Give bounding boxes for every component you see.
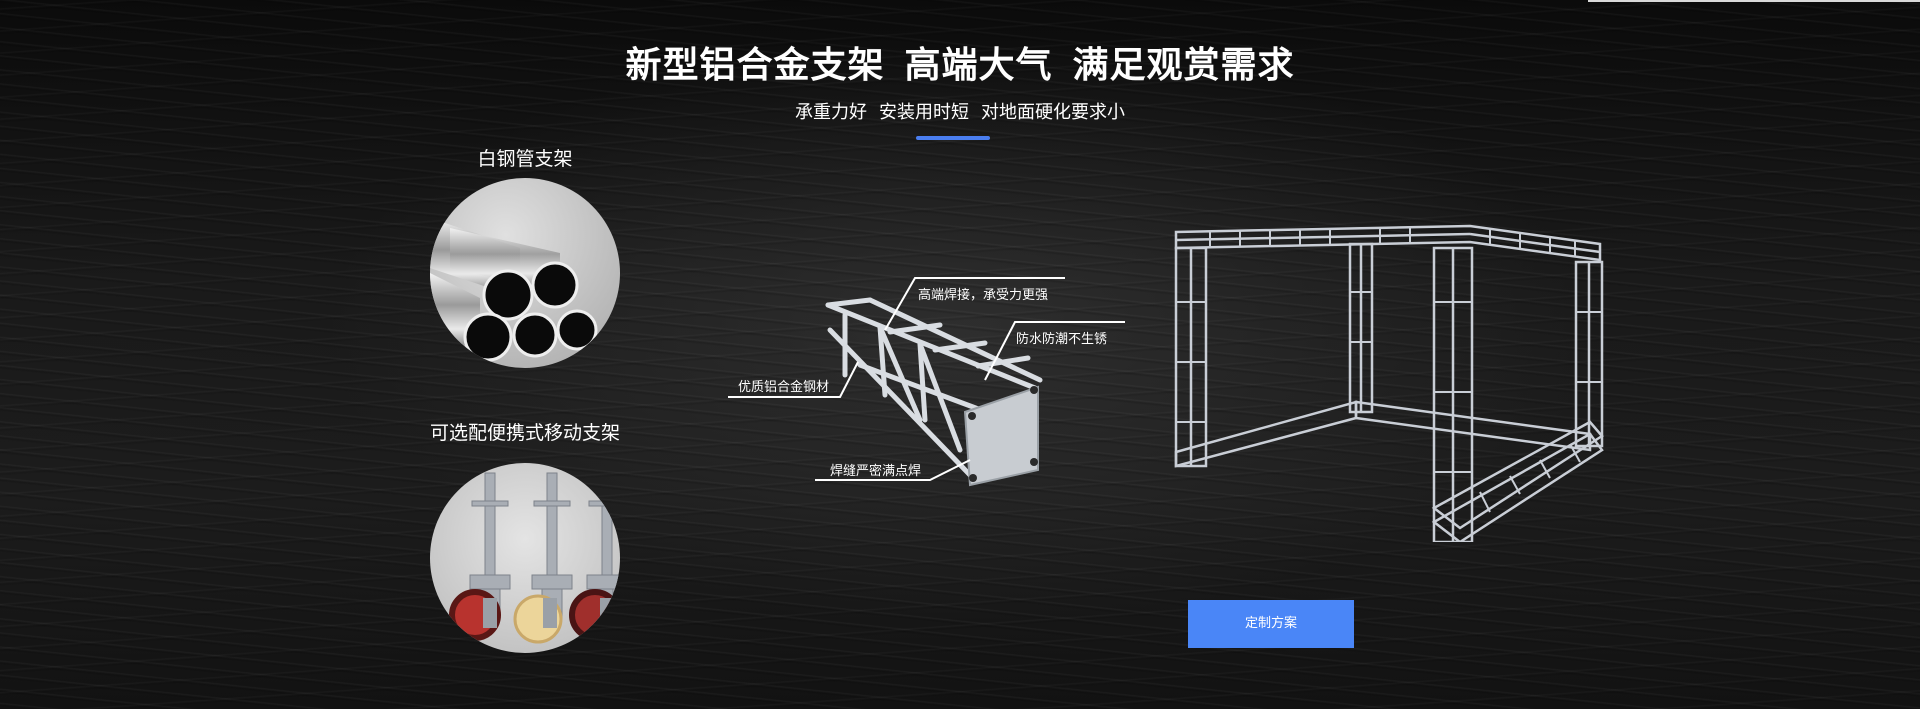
subtitle-part: 承重力好 (795, 102, 867, 123)
title-accent-underline (916, 136, 990, 140)
top-edge-strip (1588, 0, 1920, 2)
custom-plan-button[interactable]: 定制方案 (1188, 600, 1354, 648)
page-title: 新型铝合金支架高端大气满足观赏需求 (0, 36, 1920, 88)
subtitle-part: 安装用时短 (879, 102, 969, 123)
caster-wheels-illustration (449, 472, 620, 644)
page-subtitle: 承重力好安装用时短对地面硬化要求小 (0, 98, 1920, 124)
callout-material: 优质铝合金钢材 (738, 380, 830, 395)
aluminum-truss-booth-frame-image (1174, 224, 1604, 542)
steel-tubes-image (430, 178, 620, 368)
callout-welding: 高端焊接，承受力更强 (918, 288, 1049, 303)
aluminum-truss-segment-image (728, 277, 1125, 487)
steel-tube-label: 白钢管支架 (477, 148, 573, 170)
callout-waterproof: 防水防潮不生锈 (1016, 332, 1108, 347)
subtitle-part: 对地面硬化要求小 (981, 102, 1125, 123)
truss-frame-figure (1170, 222, 1610, 542)
title-part: 新型铝合金支架 (625, 45, 885, 86)
callout-weld-seam: 焊缝严密满点焊 (830, 464, 922, 479)
caster-stand-label: 可选配便携式移动支架 (429, 422, 620, 444)
title-part: 满足观赏需求 (1072, 45, 1295, 86)
title-part: 高端大气 (904, 45, 1053, 86)
caster-wheel-stands-image (430, 463, 620, 653)
truss-segment-figure: 高端焊接，承受力更强 防水防潮不生锈 优质铝合金钢材 焊缝严密满点焊 (720, 270, 1140, 490)
steel-tubes-illustration (430, 218, 598, 362)
